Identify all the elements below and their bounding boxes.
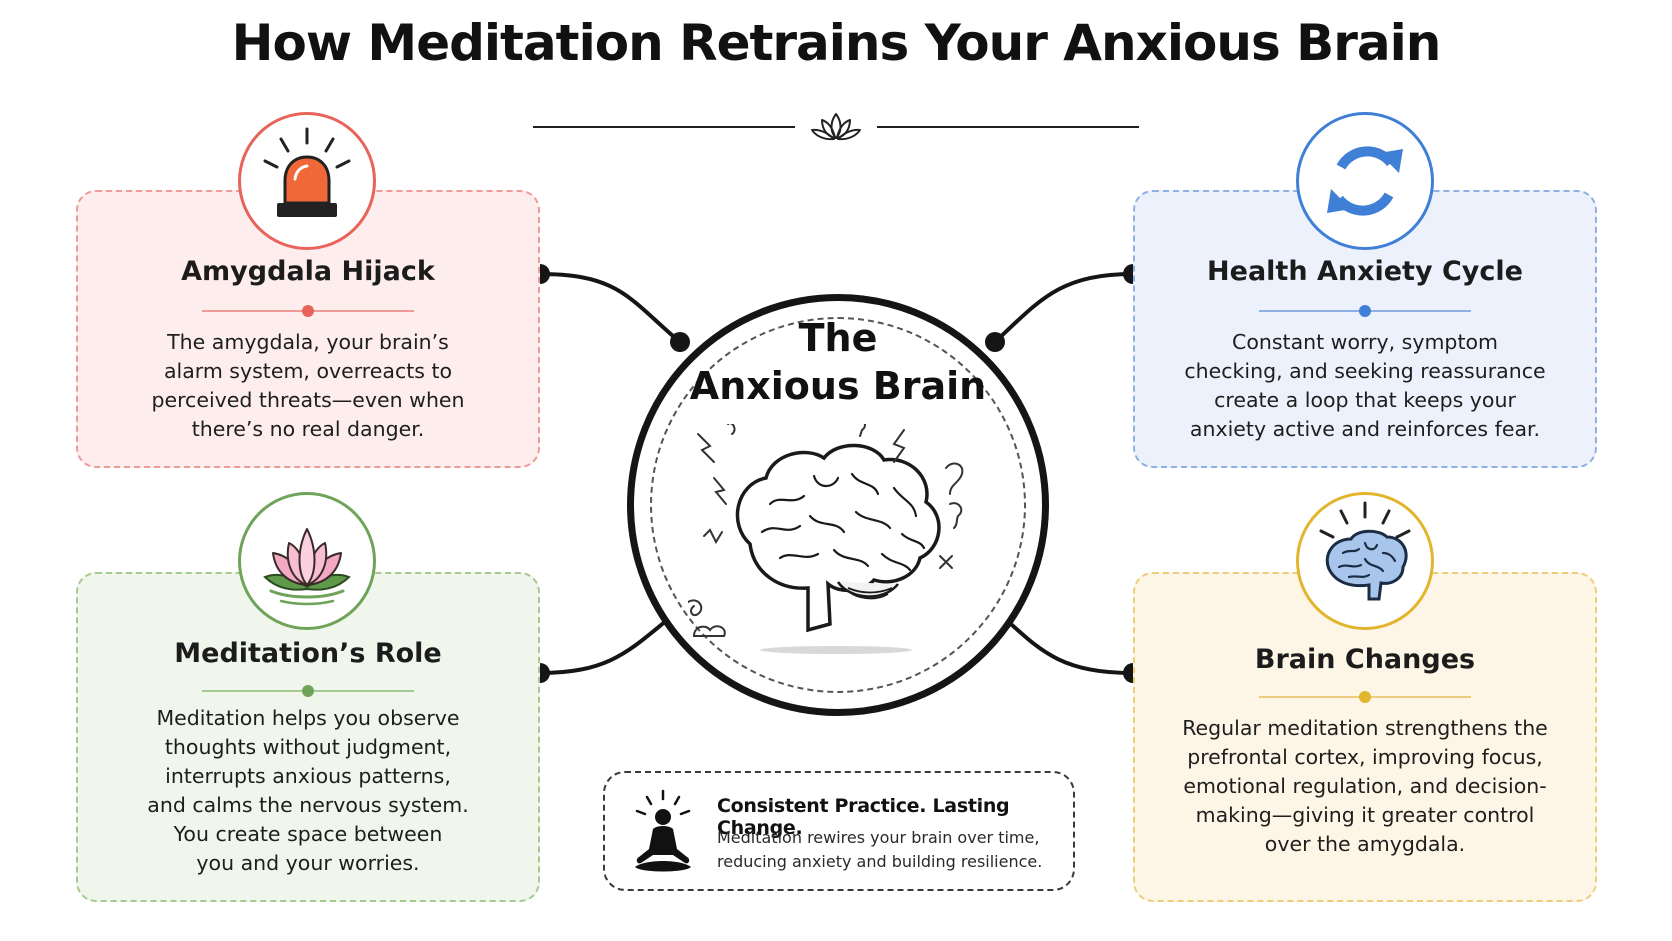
anxious-brain-icon bbox=[688, 424, 964, 654]
health-anxiety-title: Health Anxiety Cycle bbox=[1207, 256, 1523, 287]
health-anxiety-rule bbox=[1259, 305, 1471, 317]
amygdala-badge bbox=[238, 112, 376, 250]
meditation-badge bbox=[238, 492, 376, 630]
meditation-role-text: Meditation helps you observe thoughts wi… bbox=[147, 706, 469, 875]
brain-changes-badge bbox=[1296, 492, 1434, 630]
brain-changes-text: Regular meditation strengthens the prefr… bbox=[1182, 716, 1548, 856]
title-divider-left bbox=[533, 126, 795, 128]
meditation-role-title: Meditation’s Role bbox=[174, 638, 442, 669]
lotus-icon bbox=[263, 528, 351, 606]
brain-changes-title: Brain Changes bbox=[1254, 644, 1476, 675]
lotus-icon bbox=[811, 113, 861, 141]
meditation-role-card: Meditation’s Role Meditation helps you o… bbox=[76, 572, 540, 902]
amygdala-hijack-title: Amygdala Hijack bbox=[181, 256, 435, 287]
amygdala-rule bbox=[202, 305, 414, 317]
brain-changes-card: Brain Changes Regular meditation strengt… bbox=[1133, 572, 1597, 902]
health-anxiety-badge bbox=[1296, 112, 1434, 250]
page-title: How Meditation Retrains Your Anxious Bra… bbox=[231, 14, 1442, 72]
health-anxiety-text: Constant worry, symptom checking, and se… bbox=[1184, 330, 1546, 441]
anxious-brain-inner-ring bbox=[650, 317, 1026, 693]
title-divider-right bbox=[877, 126, 1139, 128]
cycle-arrows-icon bbox=[1327, 146, 1403, 216]
brain-icon bbox=[1319, 501, 1411, 601]
practice-text: Meditation rewires your brain over time,… bbox=[717, 828, 1043, 871]
center-title: The Anxious Brain bbox=[689, 316, 987, 408]
meditation-role-rule bbox=[202, 685, 414, 697]
brain-changes-rule bbox=[1259, 691, 1471, 703]
practice-title: Consistent Practice. Lasting Change. bbox=[717, 795, 1010, 839]
meditating-person-icon bbox=[635, 789, 691, 872]
consistent-practice-box: Consistent Practice. Lasting Change. Med… bbox=[603, 771, 1075, 891]
alarm-siren-icon bbox=[263, 127, 351, 217]
amygdala-hijack-text: The amygdala, your brain’s alarm system,… bbox=[151, 330, 465, 441]
